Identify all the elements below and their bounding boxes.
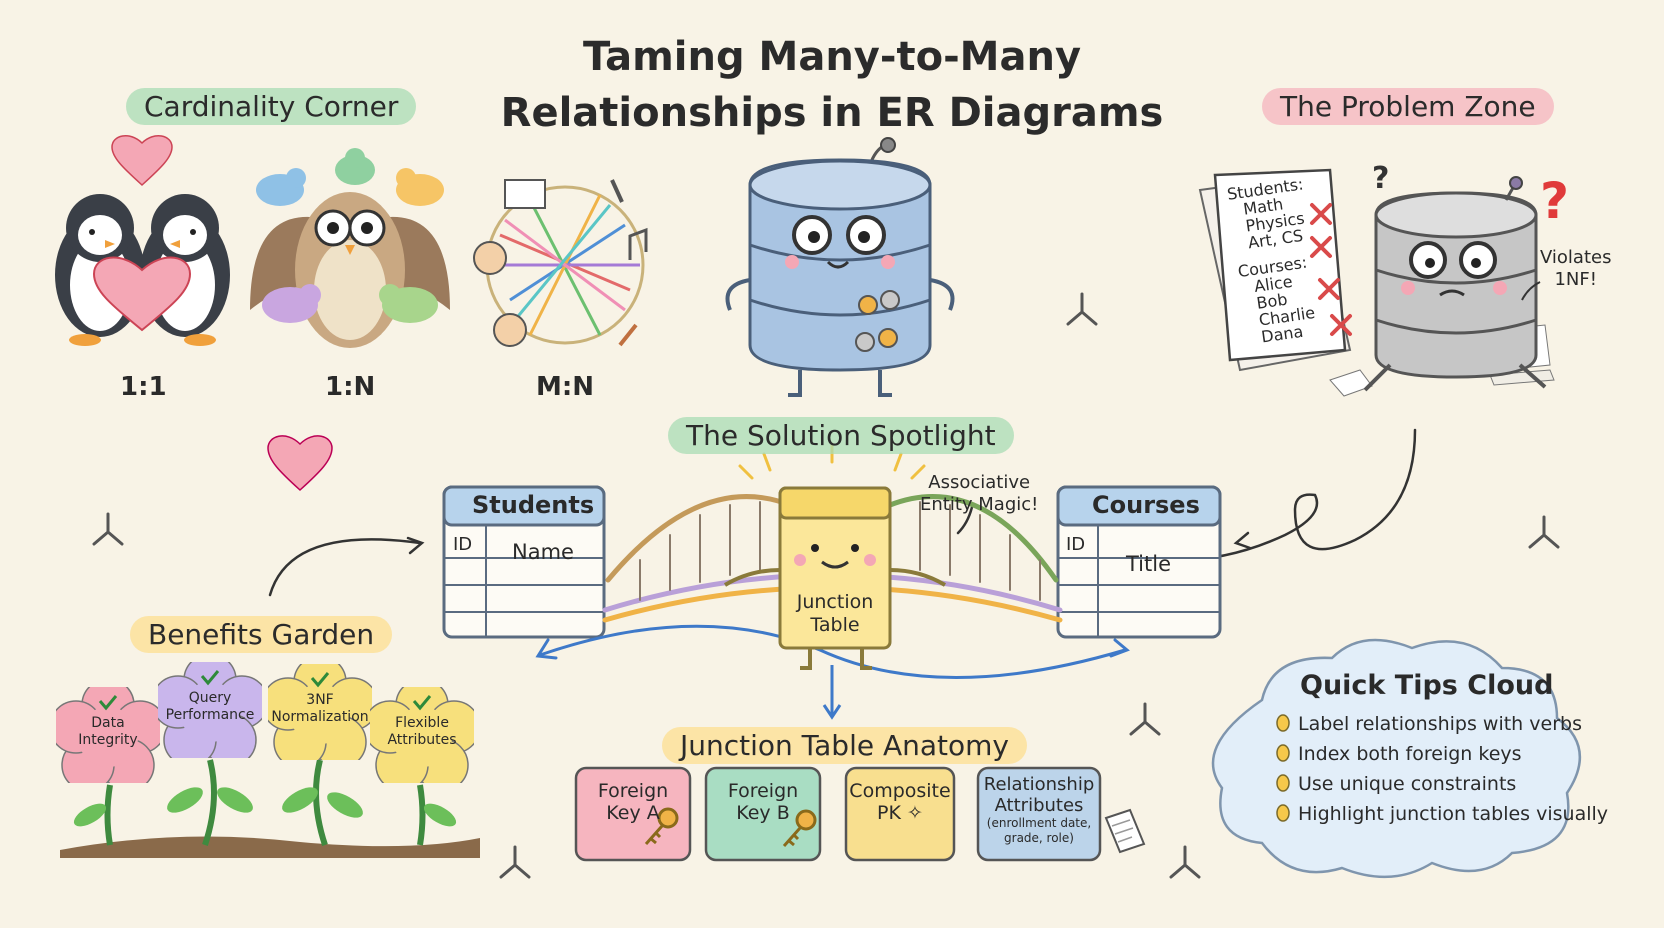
flower-icon [151, 653, 269, 767]
card-line: PK ✧ [877, 802, 923, 824]
courses-table [1056, 485, 1222, 639]
benefits-flowers-icon [60, 759, 480, 858]
heart-icon [267, 435, 333, 492]
card-line: Key B [736, 802, 790, 824]
junction-table-label: Junction Table [785, 591, 885, 637]
card-line: Foreign [597, 780, 669, 802]
card-line: Relationship [983, 774, 1095, 795]
card-line: Foreign [727, 780, 799, 802]
benefit-flower-line: Data [91, 715, 125, 731]
card-note: grade, role) [1004, 831, 1074, 845]
violates-note: Violates 1NF! [1540, 247, 1611, 291]
card-relationship-attributes: Relationship Attributes (enrollment date… [978, 774, 1100, 846]
cardinality-label-one-to-many: 1:N [325, 372, 376, 402]
magic-line-2: Entity Magic! [920, 494, 1039, 515]
students-col-name: Name [512, 540, 574, 564]
tip-item: Label relationships with verbs [1298, 713, 1582, 735]
card-composite-pk: Composite PK ✧ [846, 780, 954, 824]
benefits-heading: Benefits Garden [130, 616, 393, 653]
benefit-flower-line: Integrity [78, 732, 138, 748]
benefit-flower-line: Performance [165, 707, 255, 723]
sparkle-icons [92, 292, 1560, 879]
magic-line-1: Associative [928, 472, 1031, 493]
lightbulb-icons [1276, 714, 1290, 822]
card-line: Composite [849, 780, 951, 802]
problem-heading: The Problem Zone [1262, 88, 1554, 125]
violates-line-1: Violates [1540, 247, 1612, 268]
junction-table-mascot-icon [723, 442, 947, 720]
students-table-title: Students [472, 491, 595, 519]
junction-line-1: Junction [796, 591, 874, 613]
courses-col-title: Title [1126, 552, 1172, 576]
sad-database-icon: ? ? [1363, 161, 1569, 392]
associative-entity-note: Associative Entity Magic! [920, 472, 1038, 516]
key-icons [644, 807, 817, 847]
courses-table-title: Courses [1092, 491, 1200, 519]
junction-line-2: Table [810, 614, 860, 636]
tips-cloud-shape [1211, 638, 1582, 879]
flawed-table-paper-icon [1198, 168, 1555, 397]
solution-heading: The Solution Spotlight [668, 417, 1014, 454]
card-foreign-key-b: Foreign Key B [706, 780, 820, 824]
svg-text:?: ? [1372, 161, 1389, 196]
cardinality-heading: Cardinality Corner [126, 88, 417, 125]
flower-icon [49, 678, 167, 792]
violates-line-2: 1NF! [1554, 269, 1597, 290]
anatomy-heading: Junction Table Anatomy [662, 727, 1027, 764]
card-note: (enrollment date, [986, 816, 1092, 830]
database-mascot-icon [725, 137, 955, 397]
students-col-id: ID [453, 534, 473, 555]
anatomy-cards [574, 766, 1102, 862]
flow-arrows [268, 428, 1417, 597]
card-line: Key A [606, 802, 660, 824]
benefit-flower-line: 3NF [306, 692, 334, 708]
flower-icon [261, 655, 379, 769]
many-to-many-web-icon [473, 179, 648, 347]
tip-item: Use unique constraints [1298, 773, 1517, 795]
card-line: Attributes [994, 795, 1084, 816]
tip-item: Highlight junction tables visually [1298, 803, 1609, 825]
cardinality-label-one-to-one: 1:1 [120, 372, 167, 402]
tips-heading: Quick Tips Cloud [1300, 670, 1554, 701]
benefit-flower-line: Query [188, 690, 232, 706]
benefit-flower-line: Attributes [387, 732, 457, 748]
owl-with-birds-icon [250, 148, 450, 348]
cardinality-label-many-to-many: M:N [536, 372, 595, 402]
benefit-flower-line: Normalization [271, 709, 369, 725]
penguins-icon [55, 135, 230, 346]
card-foreign-key-a: Foreign Key A [576, 780, 690, 824]
tip-item: Index both foreign keys [1298, 743, 1522, 765]
title-line-1: Taming Many-to-Many [582, 34, 1082, 80]
benefit-flower-line: Flexible [395, 715, 449, 731]
note-icon [1104, 808, 1146, 854]
courses-col-id: ID [1066, 534, 1086, 555]
svg-text:?: ? [1540, 172, 1569, 230]
students-table [442, 485, 606, 639]
title-line-2: Relationships in ER Diagrams [500, 90, 1164, 136]
